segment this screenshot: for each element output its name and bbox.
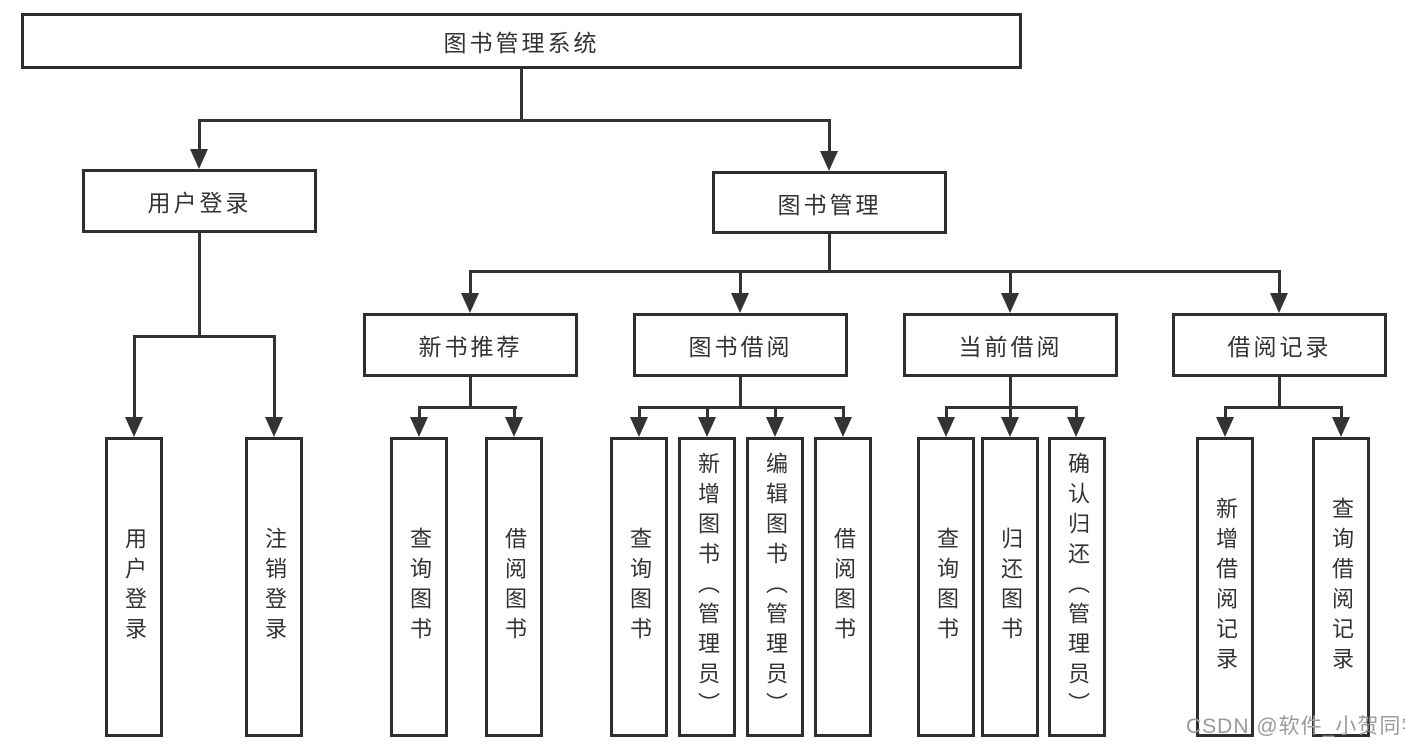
connector-to-leaf-logout [273, 335, 276, 417]
leaf-nbr-borrow-book: 借阅图书 [485, 437, 543, 737]
arrow-down-icon [820, 151, 838, 171]
arrow-down-icon [698, 417, 716, 437]
arrow-down-icon [190, 149, 208, 169]
connector-cb-stem [1009, 377, 1012, 408]
connector-nbr-stem [469, 377, 472, 408]
arrow-down-icon [265, 417, 283, 437]
arrow-down-icon [125, 417, 143, 437]
connector-to-book-mgmt [828, 119, 831, 151]
connector-br-rail [1224, 406, 1342, 409]
leaf-logout: 注销登录 [245, 437, 303, 737]
arrow-down-icon [410, 417, 428, 437]
connector-userlogin-stem [198, 233, 201, 337]
arrow-down-icon [1001, 417, 1019, 437]
leaf-cb-return-book: 归还图书 [981, 437, 1039, 737]
connector-to-borrow-record [1278, 270, 1281, 293]
arrow-down-icon [1067, 417, 1085, 437]
connector-br-stem [1278, 377, 1281, 408]
node-book-management: 图书管理 [712, 171, 947, 234]
connector-to-cb-confirm [1075, 406, 1078, 417]
connector-to-new-book-rec [469, 270, 472, 293]
leaf-br-add-record: 新增借阅记录 [1196, 437, 1254, 737]
connector-to-cb-query [945, 406, 948, 417]
arrow-down-icon [834, 417, 852, 437]
connector-to-cb-return [1009, 406, 1012, 417]
leaf-br-query-record: 查询借阅记录 [1312, 437, 1370, 737]
connector-to-user-login [198, 119, 201, 149]
connector-to-nbr-borrow [513, 406, 516, 417]
node-user-login: 用户登录 [82, 169, 317, 233]
connector-to-bb-borrow [842, 406, 845, 417]
node-borrow-record: 借阅记录 [1172, 313, 1387, 377]
connector-userlogin-rail [133, 335, 276, 338]
arrow-down-icon [766, 417, 784, 437]
connector-to-current-borrow [1009, 270, 1012, 293]
connector-nbr-rail [418, 406, 517, 409]
connector-bookmgmt-stem [828, 234, 831, 272]
leaf-bb-query-book: 查询图书 [610, 437, 668, 737]
leaf-bb-borrow-book: 借阅图书 [814, 437, 872, 737]
arrow-down-icon [731, 293, 749, 313]
leaf-cb-confirm-return: 确认归还（管理员） [1048, 437, 1106, 737]
connector-to-bb-edit [774, 406, 777, 417]
leaf-bb-edit-book: 编辑图书（管理员） [746, 437, 804, 737]
connector-to-br-query [1340, 406, 1343, 417]
connector-root-stem [520, 69, 523, 121]
connector-to-bb-query [638, 406, 641, 417]
connector-bb-stem [739, 377, 742, 408]
connector-to-nbr-query [418, 406, 421, 417]
connector-to-leaf-user-login [133, 335, 136, 417]
connector-to-br-add [1224, 406, 1227, 417]
arrow-down-icon [505, 417, 523, 437]
connector-bb-rail [638, 406, 845, 409]
node-book-borrow: 图书借阅 [633, 313, 848, 377]
leaf-bb-add-book: 新增图书（管理员） [678, 437, 736, 737]
arrow-down-icon [1216, 417, 1234, 437]
arrow-down-icon [1332, 417, 1350, 437]
node-root: 图书管理系统 [21, 13, 1022, 69]
csdn-watermark: CSDN @软件_小贺同学 [1186, 715, 1405, 738]
node-new-book-recommend: 新书推荐 [363, 313, 578, 377]
arrow-down-icon [1270, 293, 1288, 313]
connector-root-rail [198, 119, 830, 122]
leaf-user-login: 用户登录 [105, 437, 163, 737]
leaf-nbr-query-book: 查询图书 [390, 437, 448, 737]
arrow-down-icon [937, 417, 955, 437]
arrow-down-icon [1001, 293, 1019, 313]
connector-bookmgmt-rail [469, 270, 1281, 273]
arrow-down-icon [630, 417, 648, 437]
connector-to-bb-add [706, 406, 709, 417]
connector-to-book-borrow [739, 270, 742, 293]
node-current-borrow: 当前借阅 [903, 313, 1118, 377]
arrow-down-icon [461, 293, 479, 313]
leaf-cb-query-book: 查询图书 [917, 437, 975, 737]
